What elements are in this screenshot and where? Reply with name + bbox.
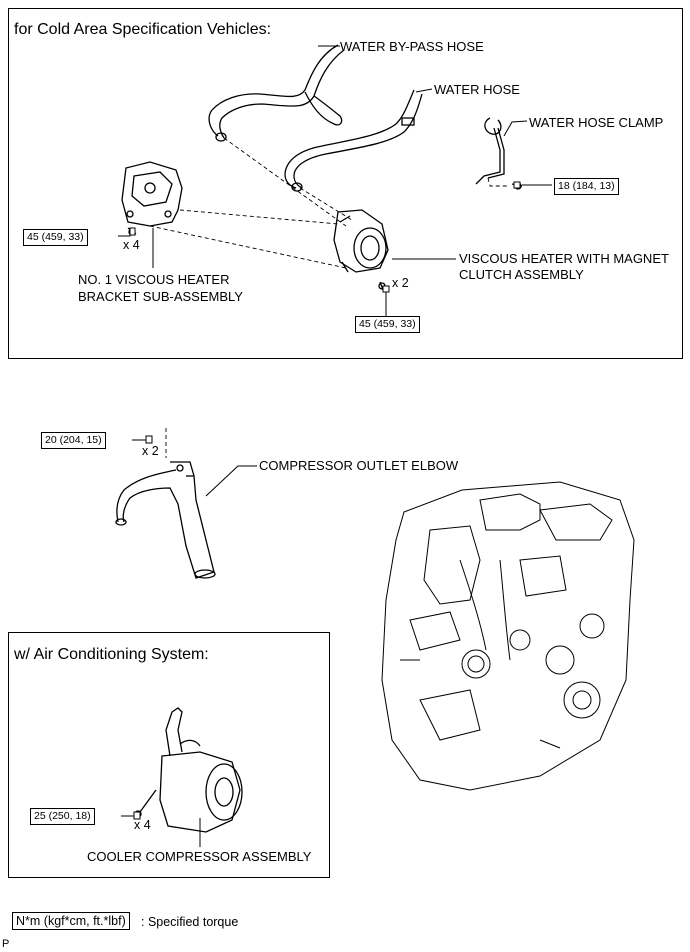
torque-legend-text: : Specified torque [141, 915, 239, 929]
water-hose-leader [415, 88, 433, 93]
viscous-heater-bracket-drawing [121, 161, 183, 236]
bracket-quantity: x 4 [123, 238, 140, 252]
bolt-icon [382, 285, 390, 293]
elbow-quantity: x 2 [142, 444, 159, 458]
air-conditioning-heading: w/ Air Conditioning System: [14, 646, 209, 663]
cooler-compressor-drawing [134, 707, 243, 833]
torque-unit-legend-box: N*m (kgf*cm, ft.*lbf) [12, 912, 130, 930]
compressor-outlet-elbow-label: COMPRESSOR OUTLET ELBOW [259, 458, 459, 473]
compressor-quantity: x 4 [134, 818, 151, 832]
bracket-torque-leader [118, 228, 131, 237]
heater-torque-box: 45 (459, 33) [355, 316, 420, 333]
water-bypass-hose-drawing [208, 44, 345, 142]
bracket-top-dashed [179, 209, 339, 225]
water-bypass-hose-label: WATER BY-PASS HOSE [340, 39, 484, 54]
bracket-to-heater-dashed [149, 225, 347, 269]
clamp-torque-box: 18 (184, 13) [554, 178, 619, 195]
hose-to-heater-dashed [223, 137, 347, 227]
water-hose-label: WATER HOSE [434, 82, 520, 97]
bolt-icon [513, 181, 521, 189]
cold-area-heading: for Cold Area Specification Vehicles: [14, 21, 272, 38]
bracket-label-line2: BRACKET SUB-ASSEMBLY [78, 289, 243, 304]
bracket-torque-box: 45 (459, 33) [23, 229, 88, 246]
hose-clamp-leader [503, 120, 528, 137]
water-hose-to-heater-dashed [299, 187, 353, 221]
compressor-torque-box: 25 (250, 18) [30, 808, 95, 825]
air-conditioning-panel [8, 632, 330, 878]
heater-quantity: x 2 [392, 276, 409, 290]
water-hose-clamp-label: WATER HOSE CLAMP [529, 115, 664, 130]
cold-area-panel [8, 8, 683, 359]
corner-mark: P [2, 938, 10, 950]
viscous-heater-label-line2: CLUTCH ASSEMBLY [459, 267, 584, 282]
elbow-leader [205, 465, 257, 497]
cooler-compressor-label: COOLER COMPRESSOR ASSEMBLY [87, 849, 312, 864]
bolt-icon [129, 227, 136, 236]
elbow-torque-box: 20 (204, 15) [41, 432, 106, 449]
engine-drawing [381, 481, 635, 791]
viscous-heater-label-line1: VISCOUS HEATER WITH MAGNET [459, 251, 669, 266]
water-hose-drawing [284, 89, 423, 192]
bolt-icon [145, 435, 153, 444]
viscous-heater-drawing [333, 209, 389, 293]
bracket-label-line1: NO. 1 VISCOUS HEATER [78, 272, 230, 287]
compressor-outlet-elbow-drawing [115, 461, 216, 579]
water-hose-clamp-drawing [475, 117, 523, 190]
bolt-icon [133, 811, 141, 820]
clamp-dashed [487, 177, 508, 187]
